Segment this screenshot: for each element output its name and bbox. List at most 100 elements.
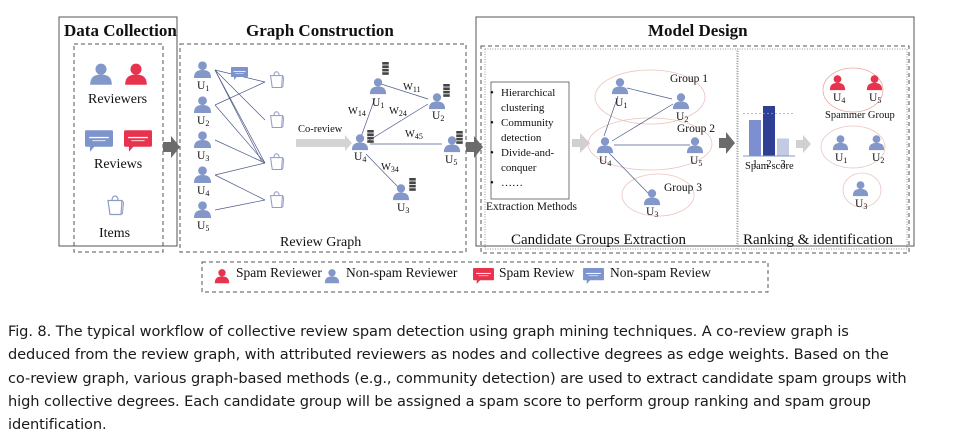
candidate-box	[484, 48, 739, 250]
spammer-group-label: Spammer Group	[825, 110, 895, 121]
co-review-node-icon	[428, 93, 446, 110]
group-label: Group 2	[677, 123, 716, 135]
cand-node-label: U4	[599, 155, 612, 168]
items-label: Items	[99, 226, 131, 241]
arrow-right-icon	[466, 136, 483, 158]
review-graph-edges	[214, 69, 266, 211]
user-node-icon	[193, 131, 212, 149]
legend-box	[201, 261, 769, 293]
figure-caption: Fig. 8. The typical workflow of collecti…	[8, 320, 970, 436]
graph-construction-box	[179, 43, 467, 253]
item-bag-icon	[269, 111, 285, 129]
method-item: Hierarchical clustering	[489, 86, 569, 116]
co-review-node-icon	[351, 134, 369, 151]
cand-node-label: U5	[690, 155, 703, 168]
co-review-node-icon	[369, 78, 387, 95]
non-spam-reviewer-icon	[324, 269, 340, 284]
ranking-label: Ranking & identification	[743, 232, 893, 248]
user-node-icon	[193, 96, 212, 114]
user-node-icon	[193, 61, 212, 79]
review-bubble-icon	[231, 67, 248, 80]
co-node-label: U3	[397, 202, 410, 215]
review-graph-label: Review Graph	[280, 235, 362, 250]
item-bag-icon	[269, 191, 285, 209]
rank-node-label: U3	[855, 198, 868, 211]
attribute-icon	[409, 178, 416, 191]
spam-score-bar	[749, 120, 761, 156]
method-item: Divide-and-conquer	[489, 146, 569, 176]
edge-weight-label: W14	[348, 106, 366, 118]
legend-spam-reviewer: Spam Reviewer	[236, 265, 322, 280]
reviewers-label: Reviewers	[88, 92, 148, 107]
bar-category-label: 2	[767, 159, 772, 170]
rank-node-label: U4	[833, 92, 846, 105]
arrow-right-light-icon	[796, 135, 811, 153]
arrow-right-light-icon	[572, 133, 590, 153]
group-label: Group 1	[670, 73, 709, 85]
attribute-icon	[456, 131, 463, 144]
candidate-groups-label: Candidate Groups Extraction	[511, 232, 686, 248]
spam-review-icon	[473, 268, 494, 284]
spam-score-bar	[777, 138, 789, 156]
non-spam-review-icon	[583, 268, 604, 284]
co-review-node-icon	[392, 184, 410, 201]
legend-non-spam-reviewer: Non-spam Reviewer	[346, 265, 458, 280]
bar-category-label: 3	[781, 159, 786, 170]
reviews-label: Reviews	[94, 157, 143, 172]
model-design-inner	[480, 45, 910, 254]
spam-score-label: Spam score	[745, 161, 794, 172]
caption-line: identification.	[8, 416, 107, 434]
method-item: Community detection	[489, 116, 569, 146]
item-bag-icon	[269, 71, 285, 89]
co-node-label: U1	[372, 97, 385, 110]
extraction-methods-caption: Extraction Methods	[486, 201, 578, 213]
attribute-icon	[443, 84, 450, 97]
spam-reviewer-icon	[214, 269, 230, 284]
rank-node-label: U2	[872, 152, 885, 165]
edge-weight-label: W34	[381, 162, 399, 174]
model-design-title: Model Design	[648, 21, 748, 40]
edge-weight-label: W45	[405, 129, 423, 141]
candidate-edges	[603, 87, 690, 196]
ranking-box	[736, 48, 908, 250]
co-review-label: Co-review	[298, 124, 343, 135]
user-node-icon	[193, 166, 212, 184]
review-user-label: U4	[197, 185, 210, 198]
rank-node-label: U5	[869, 92, 882, 105]
data-collection-title: Data Collection	[64, 21, 177, 40]
spam-score-bar	[763, 106, 775, 156]
attribute-icon	[382, 62, 389, 75]
arrow-right-icon	[163, 136, 180, 158]
review-user-label: U5	[197, 220, 210, 233]
arrow-right-icon	[719, 132, 735, 154]
caption-line: Fig. 8. The typical workflow of collecti…	[8, 323, 849, 340]
graph-construction-title: Graph Construction	[246, 21, 394, 40]
edge-weight-label: W24	[389, 106, 407, 118]
rank-node-label: U1	[835, 152, 848, 165]
attribute-icon	[367, 130, 374, 143]
user-node-icon	[193, 201, 212, 219]
caption-line: co-review graph, various graph-based met…	[8, 369, 907, 387]
method-item: ……	[489, 176, 569, 191]
bar-category-label: 1	[753, 159, 758, 170]
group-label: Group 3	[664, 182, 703, 194]
review-user-label: U2	[197, 115, 210, 128]
edge-weight-label: W11	[403, 82, 421, 94]
caption-line: deduced from the review graph, with attr…	[8, 346, 889, 364]
co-review-arrow-icon	[296, 135, 352, 151]
cand-node-label: U1	[615, 97, 628, 110]
legend-non-spam-review: Non-spam Review	[610, 265, 711, 280]
review-user-label: U3	[197, 150, 210, 163]
co-node-label: U4	[354, 151, 367, 164]
co-review-edges	[360, 83, 442, 190]
extraction-methods-list: Hierarchical clustering Community detect…	[489, 86, 569, 191]
legend-spam-review: Spam Review	[499, 265, 575, 280]
cand-node-label: U3	[646, 206, 659, 219]
caption-line: high collective degrees. Each candidate …	[8, 392, 871, 410]
spammer-group-ellipse	[822, 67, 884, 113]
item-bag-icon	[269, 153, 285, 171]
co-node-label: U2	[432, 110, 445, 123]
normal-group-ellipse	[820, 125, 886, 169]
